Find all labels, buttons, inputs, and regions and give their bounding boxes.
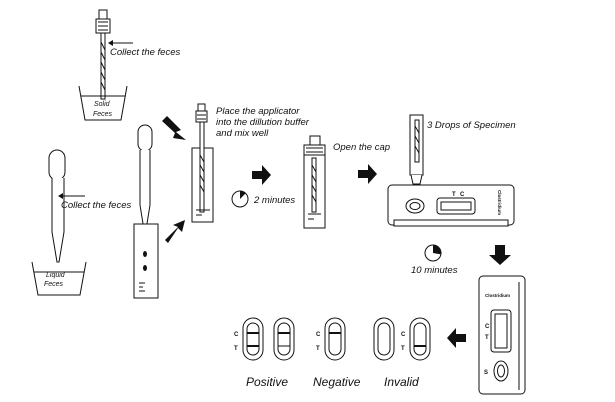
- vertical-sample-letter: S: [484, 370, 488, 376]
- buffer-tube-open: [133, 223, 159, 299]
- timer-icon-10: [424, 244, 442, 262]
- dropper-tube: [409, 114, 424, 193]
- solid-feces-label-2: Feces: [93, 111, 113, 118]
- negative-control-letter: C: [316, 332, 321, 338]
- result-negative-label: Negative: [313, 375, 361, 389]
- solid-feces-label: Solid: [94, 101, 111, 108]
- collect-feces-label-top: Collect the feces: [110, 47, 180, 58]
- place-applicator-label: Place the applicator: [216, 106, 300, 117]
- cassette-name-vertical: Clostridium: [485, 293, 510, 298]
- cassette-name-horizontal: Clostridium: [497, 190, 502, 215]
- result-strip-positive-1: [242, 317, 264, 361]
- vertical-test-letter: T: [485, 335, 489, 341]
- dropper-pipette: [137, 124, 153, 231]
- test-cassette-horizontal: [387, 184, 515, 227]
- timer-icon: [231, 190, 249, 208]
- wait-10-minutes-label: 10 minutes: [411, 265, 458, 276]
- liquid-feces-cup: [31, 261, 87, 296]
- negative-test-letter: T: [316, 346, 320, 352]
- cassette-test-letter: T: [452, 192, 456, 198]
- capped-tube: [303, 135, 326, 229]
- result-strip-invalid-1: [373, 317, 395, 361]
- collect-pointer-left: [58, 193, 85, 199]
- open-cap-label: Open the cap: [333, 142, 390, 153]
- place-applicator-label-3: and mix well: [216, 128, 269, 139]
- result-positive-label: Positive: [246, 375, 288, 389]
- vertical-control-letter: C: [485, 324, 490, 330]
- buffer-tube-with-applicator: [191, 103, 214, 223]
- arrow-to-results: [447, 328, 466, 348]
- liquid-feces-label-2: Feces: [44, 281, 64, 288]
- liquid-feces-pipette: [48, 149, 66, 263]
- arrow-step3-to-4: [358, 164, 377, 184]
- positive-1-control-letter: C: [234, 332, 239, 338]
- arrow-to-buffer-upper: [162, 116, 186, 140]
- liquid-feces-label: Liquid: [46, 272, 66, 279]
- result-strip-negative: [324, 317, 346, 361]
- positive-1-test-letter: T: [234, 346, 238, 352]
- test-cassette-vertical: [478, 275, 526, 395]
- result-strip-positive-2: [273, 317, 295, 361]
- invalid-test-letter: T: [401, 346, 405, 352]
- place-applicator-label-2: into the dillution buffer: [216, 117, 310, 128]
- result-invalid-label: Invalid: [384, 375, 419, 389]
- wait-2-minutes-label: 2 minutes: [253, 195, 295, 206]
- three-drops-label: 3 Drops of Specimen: [427, 120, 516, 131]
- arrow-step2-to-3: [252, 165, 271, 185]
- arrow-to-buffer-lower: [165, 220, 185, 243]
- result-strip-invalid-2: [409, 317, 431, 361]
- cassette-control-letter: C: [460, 192, 465, 198]
- collect-feces-label-left: Collect the feces: [61, 200, 131, 211]
- solid-feces-cup: [78, 85, 128, 121]
- invalid-control-letter: C: [401, 332, 406, 338]
- arrow-down-to-result: [489, 245, 511, 265]
- solid-feces-applicator: [95, 9, 111, 100]
- collect-pointer-top: [108, 40, 133, 46]
